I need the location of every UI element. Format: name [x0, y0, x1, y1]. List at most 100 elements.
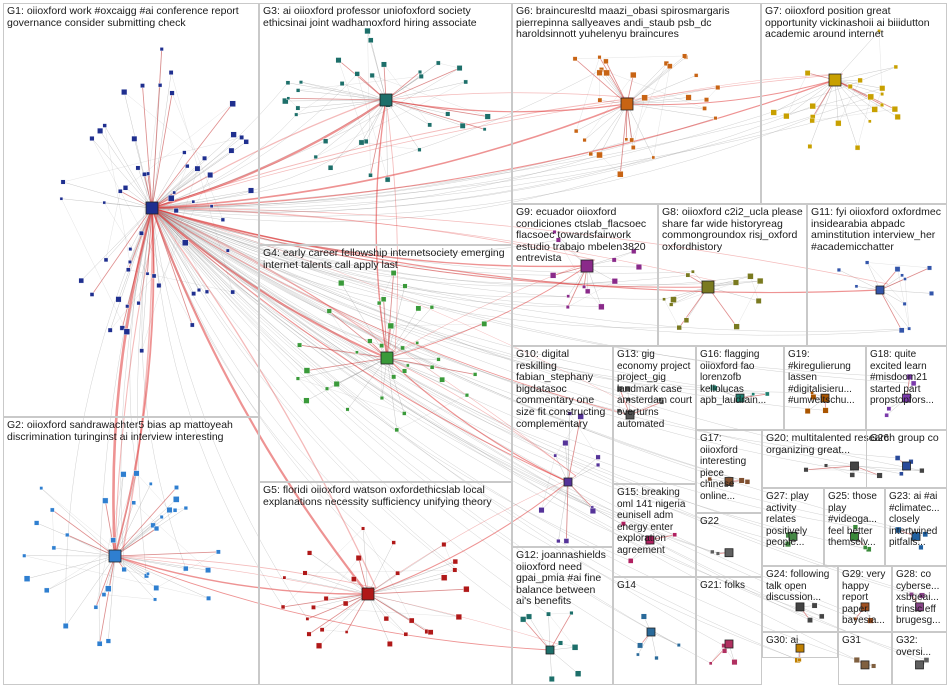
node[interactable]	[713, 116, 718, 121]
node[interactable]	[910, 380, 917, 387]
node[interactable]	[107, 327, 113, 333]
node[interactable]	[526, 613, 532, 620]
node[interactable]	[624, 137, 629, 142]
node[interactable]	[146, 572, 150, 576]
node[interactable]	[738, 477, 745, 484]
node[interactable]	[205, 567, 211, 574]
node[interactable]	[400, 345, 405, 351]
node[interactable]	[574, 128, 579, 134]
node[interactable]	[118, 188, 123, 194]
node[interactable]	[97, 127, 104, 134]
node[interactable]	[62, 623, 69, 629]
node[interactable]	[836, 267, 841, 273]
node[interactable]	[707, 476, 712, 482]
hub-node[interactable]	[724, 548, 734, 558]
node[interactable]	[747, 273, 754, 280]
hub-node[interactable]	[850, 532, 859, 541]
node[interactable]	[810, 391, 814, 395]
node[interactable]	[166, 507, 173, 513]
node[interactable]	[702, 106, 707, 111]
node[interactable]	[239, 135, 245, 140]
node[interactable]	[636, 652, 640, 657]
node[interactable]	[215, 549, 221, 555]
node[interactable]	[616, 408, 622, 413]
node[interactable]	[387, 641, 393, 647]
node[interactable]	[367, 338, 373, 344]
node[interactable]	[439, 376, 445, 383]
node[interactable]	[303, 397, 310, 404]
node[interactable]	[325, 386, 330, 391]
node[interactable]	[313, 154, 318, 160]
node[interactable]	[110, 537, 116, 543]
node[interactable]	[906, 373, 913, 380]
node[interactable]	[139, 348, 145, 354]
node[interactable]	[78, 277, 84, 284]
hub-node[interactable]	[625, 410, 635, 420]
node[interactable]	[390, 270, 397, 276]
node[interactable]	[202, 155, 207, 161]
node[interactable]	[395, 570, 400, 576]
node[interactable]	[923, 657, 930, 663]
node[interactable]	[209, 204, 214, 209]
hub-node[interactable]	[724, 477, 734, 486]
node[interactable]	[361, 526, 365, 531]
hub-node[interactable]	[563, 477, 573, 487]
node[interactable]	[552, 229, 557, 234]
node[interactable]	[715, 551, 720, 556]
hub-node[interactable]	[820, 393, 830, 403]
hub-node[interactable]	[911, 532, 921, 541]
hub-node[interactable]	[545, 645, 555, 655]
node[interactable]	[355, 555, 362, 561]
node[interactable]	[819, 613, 825, 620]
node[interactable]	[391, 540, 396, 545]
node[interactable]	[105, 638, 111, 644]
node[interactable]	[894, 455, 901, 461]
node[interactable]	[757, 277, 764, 285]
node[interactable]	[429, 365, 435, 370]
node[interactable]	[770, 109, 777, 116]
node[interactable]	[408, 617, 415, 624]
node[interactable]	[733, 323, 740, 330]
node[interactable]	[102, 200, 107, 205]
node[interactable]	[339, 81, 345, 86]
hub-node[interactable]	[788, 532, 798, 541]
node[interactable]	[899, 471, 904, 476]
node[interactable]	[459, 122, 466, 129]
node[interactable]	[159, 47, 164, 52]
node[interactable]	[546, 611, 551, 617]
node[interactable]	[44, 587, 50, 594]
node[interactable]	[886, 406, 892, 412]
node[interactable]	[384, 176, 391, 183]
node[interactable]	[96, 641, 103, 647]
node[interactable]	[455, 613, 462, 620]
node[interactable]	[588, 151, 593, 157]
node[interactable]	[755, 298, 762, 304]
node[interactable]	[436, 357, 441, 362]
node[interactable]	[909, 592, 914, 597]
hub-node[interactable]	[828, 73, 842, 87]
hub-node[interactable]	[850, 461, 859, 471]
node[interactable]	[635, 264, 642, 271]
node[interactable]	[302, 570, 308, 576]
node[interactable]	[804, 408, 811, 414]
hub-node[interactable]	[108, 549, 122, 563]
node[interactable]	[102, 497, 109, 504]
node[interactable]	[306, 631, 312, 637]
node[interactable]	[929, 291, 934, 296]
node[interactable]	[436, 60, 441, 66]
hub-node[interactable]	[902, 393, 911, 403]
node[interactable]	[101, 592, 107, 597]
node[interactable]	[363, 138, 369, 145]
node[interactable]	[765, 391, 770, 397]
node[interactable]	[338, 280, 345, 287]
node[interactable]	[418, 73, 424, 79]
node[interactable]	[658, 397, 662, 402]
node[interactable]	[452, 558, 458, 565]
node[interactable]	[128, 247, 133, 251]
node[interactable]	[383, 616, 389, 622]
node[interactable]	[631, 145, 636, 150]
node[interactable]	[22, 553, 27, 558]
node[interactable]	[852, 524, 858, 530]
node[interactable]	[853, 617, 858, 621]
node[interactable]	[596, 69, 603, 76]
